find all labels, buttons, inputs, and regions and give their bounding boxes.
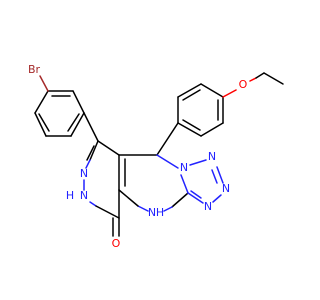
bridge-nh-label: N [148,206,156,219]
aryl-bond-right [156,122,179,156]
pyridazine-nh-label: N [80,189,88,202]
ether-bond-2 [249,77,257,82]
molecule-structure: Br O [27,63,284,250]
bromophenyl-ring [34,90,85,137]
ethyl-bond-2 [263,72,284,85]
tetrazole-n4-label: N [204,200,212,213]
ether-bond-1 [222,89,237,98]
pyridazine-nh-hydrogen-label: H [66,189,74,202]
tetrazole-ring [180,159,224,204]
pyrimidine-ring [118,154,189,212]
br-bond [39,75,49,92]
aryl-bond-left [83,112,99,142]
tetrazole-n3-label: N [222,182,230,195]
structure-svg: Br O [28,63,284,250]
pyridazine-n-label: N [80,167,88,180]
bromine-label: Br [28,63,41,76]
tetrazole-n1-label: N [180,161,188,174]
pyridazinone-ring [83,140,126,219]
ethyl-bond-1 [255,72,265,79]
tetrazole-n2-label: N [208,150,216,163]
ethoxyphenyl-ring [177,83,224,137]
ether-oxygen-label: O [239,78,248,91]
carbonyl-oxygen-label: O [112,237,121,250]
bridge-nh-hydrogen-label: H [156,206,164,219]
